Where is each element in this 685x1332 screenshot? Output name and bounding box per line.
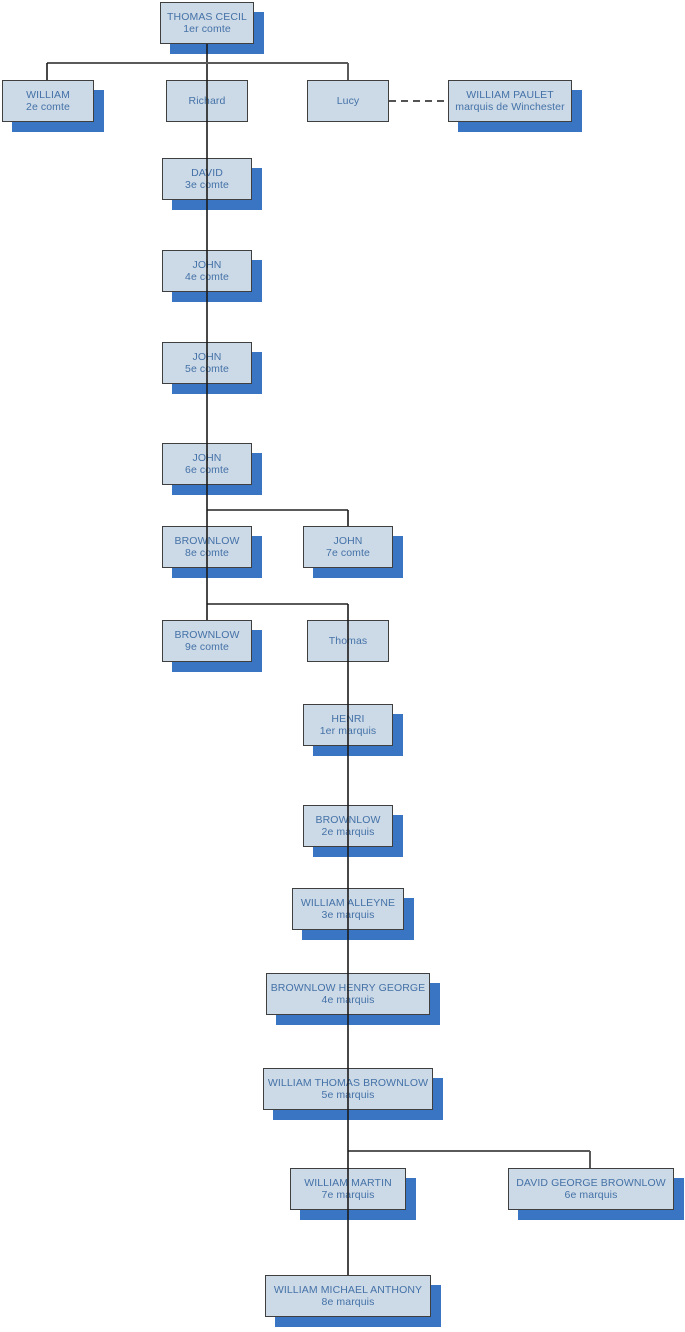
node-william-2e-comte[interactable]: WILLIAM 2e comte [2, 80, 104, 132]
node-brownlow-2e-marquis[interactable]: BROWNLOW 2e marquis [303, 805, 403, 857]
node-richard[interactable]: Richard [166, 80, 248, 122]
node-title: 3e marquis [321, 909, 375, 921]
node-title: 1er marquis [319, 725, 377, 737]
node-william-paulet[interactable]: WILLIAM PAULET marquis de Winchester [448, 80, 582, 132]
node-name: BROWNLOW [174, 534, 240, 547]
node-box: JOHN 4e comte [162, 250, 252, 292]
node-title: 7e marquis [321, 1189, 375, 1201]
node-title: 1er comte [183, 23, 231, 35]
node-title: 6e comte [185, 464, 229, 476]
node-name: HENRI [331, 712, 365, 725]
node-box: BROWNLOW 9e comte [162, 620, 252, 662]
node-box: WILLIAM THOMAS BROWNLOW 5e marquis [263, 1068, 433, 1110]
node-name: BROWNLOW [174, 628, 240, 641]
node-william-thomas-brownlow-5e-marquis[interactable]: WILLIAM THOMAS BROWNLOW 5e marquis [263, 1068, 443, 1120]
node-name: WILLIAM PAULET [466, 88, 554, 101]
node-brownlow-9e-comte[interactable]: BROWNLOW 9e comte [162, 620, 262, 672]
node-title: 7e comte [326, 547, 370, 559]
node-william-alleyne-3e-marquis[interactable]: WILLIAM ALLEYNE 3e marquis [292, 888, 414, 940]
node-box: Thomas [307, 620, 389, 662]
node-title: 8e comte [185, 547, 229, 559]
node-title: 4e marquis [321, 994, 375, 1006]
node-box: HENRI 1er marquis [303, 704, 393, 746]
node-box: DAVID 3e comte [162, 158, 252, 200]
node-name: JOHN [333, 534, 363, 547]
node-david-george-brownlow-6e-marquis[interactable]: DAVID GEORGE BROWNLOW 6e marquis [508, 1168, 684, 1220]
node-box: BROWNLOW HENRY GEORGE 4e marquis [266, 973, 430, 1015]
node-title: 9e comte [185, 641, 229, 653]
node-john-7e-comte[interactable]: JOHN 7e comte [303, 526, 403, 578]
node-box: WILLIAM ALLEYNE 3e marquis [292, 888, 404, 930]
node-name: Lucy [336, 94, 360, 107]
node-thomas[interactable]: Thomas [307, 620, 389, 662]
node-john-4e-comte[interactable]: JOHN 4e comte [162, 250, 262, 302]
node-name: DAVID GEORGE BROWNLOW [516, 1176, 666, 1189]
node-title: marquis de Winchester [455, 101, 565, 113]
node-name: WILLIAM THOMAS BROWNLOW [267, 1076, 429, 1089]
node-william-michael-anthony-8e-marquis[interactable]: WILLIAM MICHAEL ANTHONY 8e marquis [265, 1275, 441, 1327]
node-name: THOMAS CECIL [167, 10, 247, 23]
node-title: 2e marquis [321, 826, 375, 838]
node-title: 5e comte [185, 363, 229, 375]
node-box: DAVID GEORGE BROWNLOW 6e marquis [508, 1168, 674, 1210]
node-box: WILLIAM MICHAEL ANTHONY 8e marquis [265, 1275, 431, 1317]
node-box: JOHN 5e comte [162, 342, 252, 384]
node-title: 2e comte [26, 101, 70, 113]
node-david-3e-comte[interactable]: DAVID 3e comte [162, 158, 262, 210]
node-name: WILLIAM [26, 88, 70, 101]
node-john-6e-comte[interactable]: JOHN 6e comte [162, 443, 262, 495]
node-name: JOHN [192, 258, 222, 271]
node-box: JOHN 7e comte [303, 526, 393, 568]
node-lucy[interactable]: Lucy [307, 80, 389, 122]
node-name: WILLIAM MARTIN [304, 1176, 392, 1189]
node-box: WILLIAM 2e comte [2, 80, 94, 122]
node-box: BROWNLOW 8e comte [162, 526, 252, 568]
node-name: JOHN [192, 350, 222, 363]
node-henri-1er-marquis[interactable]: HENRI 1er marquis [303, 704, 403, 756]
node-thomas-cecil[interactable]: THOMAS CECIL 1er comte [160, 2, 264, 54]
node-title: 4e comte [185, 271, 229, 283]
node-title: 5e marquis [321, 1089, 375, 1101]
node-box: WILLIAM MARTIN 7e marquis [290, 1168, 406, 1210]
node-name: BROWNLOW [315, 813, 381, 826]
node-title: 3e comte [185, 179, 229, 191]
node-name: Thomas [328, 634, 368, 647]
node-brownlow-henry-george-4e-marquis[interactable]: BROWNLOW HENRY GEORGE 4e marquis [266, 973, 440, 1025]
node-box: BROWNLOW 2e marquis [303, 805, 393, 847]
node-john-5e-comte[interactable]: JOHN 5e comte [162, 342, 262, 394]
node-box: THOMAS CECIL 1er comte [160, 2, 254, 44]
node-name: Richard [188, 94, 226, 107]
node-william-martin-7e-marquis[interactable]: WILLIAM MARTIN 7e marquis [290, 1168, 416, 1220]
node-name: BROWNLOW HENRY GEORGE [270, 981, 426, 994]
node-name: WILLIAM ALLEYNE [300, 896, 396, 909]
node-box: Lucy [307, 80, 389, 122]
node-brownlow-8e-comte[interactable]: BROWNLOW 8e comte [162, 526, 262, 578]
node-box: JOHN 6e comte [162, 443, 252, 485]
node-box: Richard [166, 80, 248, 122]
node-name: WILLIAM MICHAEL ANTHONY [273, 1283, 423, 1296]
node-title: 6e marquis [564, 1189, 618, 1201]
node-name: JOHN [192, 451, 222, 464]
node-title: 8e marquis [321, 1296, 375, 1308]
node-name: DAVID [191, 166, 223, 179]
node-box: WILLIAM PAULET marquis de Winchester [448, 80, 572, 122]
